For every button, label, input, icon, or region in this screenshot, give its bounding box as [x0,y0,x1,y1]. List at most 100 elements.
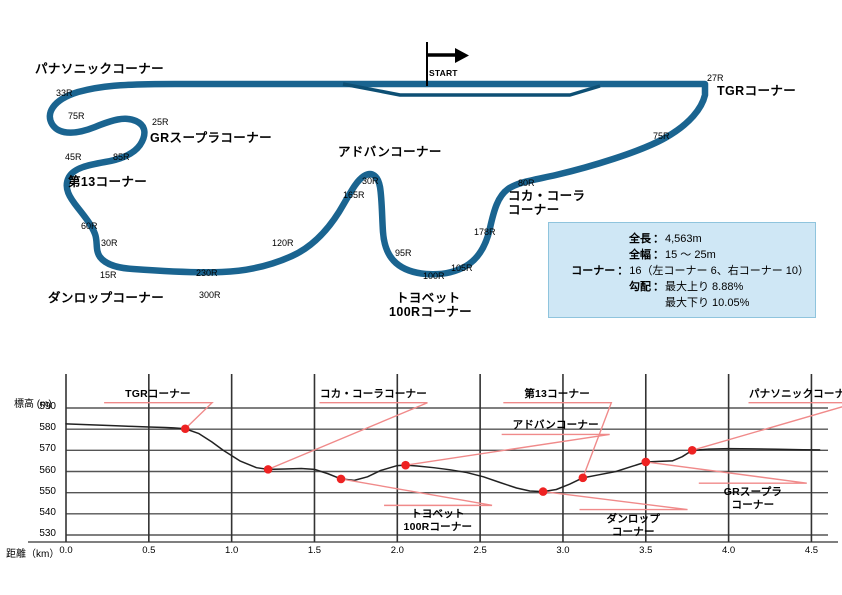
spec-key: 全長 [629,233,651,245]
marker-advan-corner [401,460,410,470]
callout-label-line: コーナー [611,525,655,538]
marker-gr-supra-corner [641,457,651,467]
elevation-svg [28,374,842,543]
callout-label-coca-cola-corner: コカ・コーラコーナー [320,388,427,401]
track-layout-svg [46,42,709,278]
map-label-gr-supra-corner: GRスープラコーナー [150,131,273,145]
x-tick-label: 0.5 [142,545,156,556]
spec-value: 4,563m [665,233,702,245]
spec-row: 勾配：最大上り 8.88% [555,279,809,295]
map-label-advan-corner: アドバンコーナー [338,145,442,159]
map-label-dunlop-corner: ダンロップコーナー [48,291,165,305]
x-tick-label: 4.0 [721,545,736,556]
spec-value: 15 〜 25m [665,249,716,261]
callout-label-line: 100Rコーナー [403,521,473,534]
callout-label-line: コカ・コーラコーナー [319,387,427,400]
marker-tgr-corner [180,424,190,434]
callout-leader-dunlop-corner [542,490,688,511]
map-label-panasonic-corner: パナソニックコーナー [35,62,165,76]
spec-colon: ： [617,265,629,277]
radius-label: 95R [395,248,412,258]
map-label-coca-cola-corner-2: コーナー [508,203,560,217]
spec-colon: ： [653,249,664,261]
start-arrow-head [455,48,469,63]
map-label-tgr-corner: TGRコーナー [717,84,797,98]
callout-leader-corner-13 [503,402,613,479]
map-label-corner-13: 第13コーナー [68,175,148,189]
callout-leader-toyopet-corner [340,478,493,507]
callout-label-line: 第13コーナー [524,387,590,400]
callout-leader-panasonic-corner [691,402,842,452]
y-tick-label: 580 [39,422,56,434]
callout-label-tgr-corner: TGRコーナー [125,388,191,401]
radius-label: 30R [101,238,118,248]
callout-leader-gr-supra-corner [645,461,807,484]
spec-colon: ： [653,233,664,245]
spec-key: コーナー [571,265,616,277]
callout-label-line: トヨベット [411,508,465,521]
spec-row: コーナー：16（左コーナー 6、右コーナー 10） [555,263,809,279]
radius-label: 165R [343,190,365,200]
map-label-toyopet-corner: トヨベット [396,291,461,305]
callout-leader-advan-corner [405,433,610,466]
map-label-coca-cola-corner: コカ・コーラ [508,189,586,203]
callout-leader-coca-cola-corner [267,402,428,471]
radius-label: 85R [113,152,130,162]
callout-leader-tgr-corner [104,402,214,430]
x-tick-label: 0.0 [59,545,73,556]
x-tick-label: 4.5 [804,545,819,556]
radius-label: 120R [272,238,294,248]
start-label: START [429,68,458,78]
x-tick-label: 1.5 [307,545,322,556]
radius-label: 105R [451,263,473,273]
radius-label: 25R [152,117,169,127]
elevation-profile-line [65,423,821,493]
radius-label: 80R [518,178,535,188]
marker-panasonic-corner [687,446,697,455]
marker-dunlop-corner [538,487,548,496]
x-tick-label: 2.5 [473,545,487,556]
marker-corner-13 [578,473,588,483]
y-tick-label: 540 [39,506,56,518]
radius-label: 60R [81,221,98,231]
x-tick-label: 3.0 [556,545,570,556]
x-axis-title: 距離（km） [6,549,60,560]
radius-label: 33R [56,88,73,98]
callout-label-line: コーナー [731,499,775,512]
y-tick-label: 590 [39,401,56,412]
radius-label: 100R [423,271,445,281]
radius-label: 15R [100,270,117,280]
spec-row: 全長：4,563m [555,231,809,247]
y-tick-label: 550 [39,485,56,497]
radius-label: 45R [65,152,82,162]
track-map: パナソニックコーナー GRスープラコーナー第13コーナーダンロップコーナー アドバン… [35,42,797,319]
y-axis-title: 標高 (m) [14,399,52,410]
radius-label: 300R [199,290,221,300]
callout-label-line: GRスープラ [723,486,783,499]
marker-coca-cola-corner [263,465,273,474]
callout-label-dunlop-corner: ダンロップコーナー [607,513,661,539]
callout-label-gr-supra-corner: GRスープラコーナー [724,486,782,512]
x-tick-label: 3.5 [639,545,653,556]
spec-value: 最大上り 8.88% [665,281,744,293]
callout-label-line: ダンロップ [606,512,661,525]
callout-label-panasonic-corner: パナソニックコーナー [749,388,842,401]
x-tick-label: 2.0 [390,545,404,556]
radius-label: 178R [474,227,496,237]
radius-label: 27R [707,73,724,83]
callout-label-line: TGRコーナー [125,387,191,400]
spec-colon: ： [653,281,664,293]
radius-label: 30R [362,176,379,186]
map-label-toyopet-corner-2: 100Rコーナー [389,305,473,319]
pit-lane-path [342,82,601,97]
spec-value: 16（左コーナー 6、右コーナー 10） [629,265,809,277]
radius-label: 75R [68,111,85,121]
y-tick-label: 560 [39,464,56,476]
x-tick-label: 1.0 [225,545,239,556]
marker-toyopet-corner [336,474,346,484]
spec-key: 全幅 [629,249,651,261]
spec-row: 最大下り 10.05% [555,295,809,311]
